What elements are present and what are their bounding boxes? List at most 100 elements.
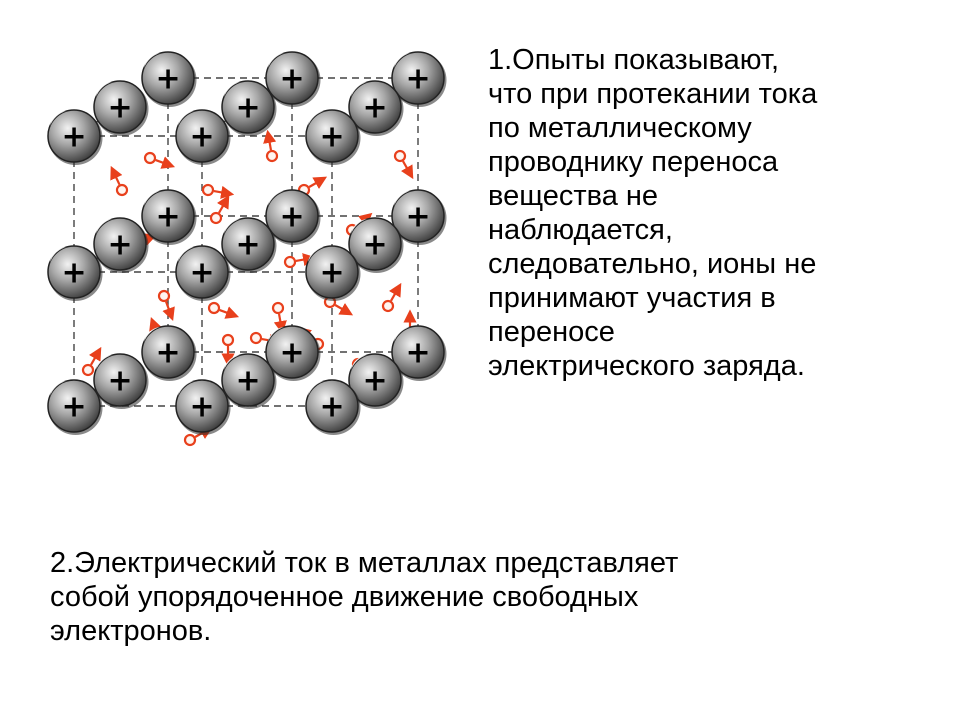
positive-ion-icon: + [391, 51, 447, 107]
ion-ball [47, 379, 101, 433]
positive-ion-icon: + [391, 325, 447, 381]
positive-ion-icon: + [47, 245, 103, 301]
ion-plus-sign: + [61, 120, 86, 155]
point-1-text: 1.Опыты показывают, что при протекании т… [488, 43, 948, 383]
free-electron-icon [201, 183, 235, 199]
positive-ion-icon: + [265, 51, 321, 107]
ion-ball [221, 80, 275, 134]
ion-ball [175, 109, 229, 163]
ion-plus-sign: + [362, 91, 387, 126]
ion-ball [93, 217, 147, 271]
ion-ball [265, 325, 319, 379]
ion-ball [93, 353, 147, 407]
ion-plus-sign: + [155, 62, 180, 97]
free-electron-icon [263, 129, 279, 163]
ion-ball [305, 379, 359, 433]
ion-highlight [50, 247, 66, 262]
ion-plus-sign: + [61, 390, 86, 425]
free-electron-icon [207, 301, 240, 319]
electron-circle [249, 331, 263, 345]
free-electron-icon [110, 165, 129, 197]
positive-ion-icon: + [348, 80, 404, 136]
point-2-text: 2.Электрический ток в металлах представл… [50, 546, 940, 648]
ion-plus-sign: + [362, 364, 387, 399]
ion-ball [348, 217, 402, 271]
point-1-line: что при протекании тока [488, 78, 818, 110]
positive-ion-icon: + [141, 325, 197, 381]
ion-plus-sign: + [107, 228, 132, 263]
electron-arrow [263, 129, 277, 151]
ion-highlight [144, 191, 160, 206]
metal-lattice-illustration: +++++++++++++++++++++++++++ [47, 51, 447, 447]
ion-ball [221, 353, 275, 407]
free-electron-icon [157, 289, 175, 322]
ion-highlight [394, 53, 410, 68]
ion-highlight [351, 82, 367, 97]
point-1-line: 1.Опыты показывают, [488, 44, 780, 76]
electron-circle [81, 363, 95, 377]
ion-plus-sign: + [405, 62, 430, 97]
ion-ball [348, 353, 402, 407]
ion-plus-sign: + [235, 364, 260, 399]
ion-highlight [178, 111, 194, 126]
positive-ion-icon: + [175, 245, 231, 301]
ion-plus-sign: + [362, 228, 387, 263]
ion-highlight [394, 191, 410, 206]
positive-ion-icon: + [93, 80, 149, 136]
free-electron-icon [393, 149, 414, 180]
ion-highlight [144, 327, 160, 342]
electron-arrow [155, 156, 176, 169]
ion-ball [391, 189, 445, 243]
ion-ball [141, 51, 195, 105]
electron-arrow [89, 346, 102, 366]
ion-ball [348, 80, 402, 134]
ion-highlight [96, 355, 112, 370]
free-electron-icon [381, 282, 402, 313]
ion-plus-sign: + [319, 256, 344, 291]
electron-arrow [401, 160, 414, 180]
positive-ion-icon: + [348, 217, 404, 273]
ion-plus-sign: + [61, 256, 86, 291]
point-2-line: собой упорядоченное движение свободных [50, 581, 639, 613]
ion-highlight [50, 381, 66, 396]
electron-circle [381, 299, 395, 313]
electron-arrow [162, 301, 175, 322]
positive-ion-icon: + [221, 80, 277, 136]
point-1-line: вещества не [488, 180, 659, 212]
ion-plus-sign: + [107, 91, 132, 126]
positive-ion-icon: + [265, 189, 321, 245]
ion-plus-sign: + [279, 200, 304, 235]
ion-highlight [178, 247, 194, 262]
electron-arrow [110, 165, 123, 186]
ion-plus-sign: + [189, 120, 214, 155]
positive-ion-icon: + [93, 217, 149, 273]
electron-circle [143, 151, 157, 165]
ion-plus-sign: + [405, 336, 430, 371]
ion-ball [305, 109, 359, 163]
positive-ion-icon: + [175, 109, 231, 165]
ion-highlight [50, 111, 66, 126]
electron-circle [183, 433, 197, 447]
ion-ball [265, 51, 319, 105]
electron-circle [207, 301, 221, 315]
positive-ion-icon: + [221, 217, 277, 273]
point-2-line: 2.Электрический ток в металлах представл… [50, 547, 679, 579]
ion-ball [391, 51, 445, 105]
electron-circle [265, 149, 279, 163]
electron-arrow [219, 306, 240, 319]
electron-circle [283, 255, 297, 269]
electron-arrow [389, 282, 402, 302]
ion-highlight [96, 82, 112, 97]
ion-highlight [178, 381, 194, 396]
ion-plus-sign: + [235, 228, 260, 263]
ion-highlight [144, 53, 160, 68]
point-1-line: принимают участия в [488, 282, 776, 314]
ion-ball [221, 217, 275, 271]
free-electron-icon [283, 253, 317, 269]
free-electron-icon [221, 333, 235, 367]
ion-plus-sign: + [107, 364, 132, 399]
positive-ion-icon: + [47, 379, 103, 435]
point-1-line: электрического заряда. [488, 350, 805, 382]
electron-circle [393, 149, 407, 163]
free-electron-icon [81, 346, 102, 377]
